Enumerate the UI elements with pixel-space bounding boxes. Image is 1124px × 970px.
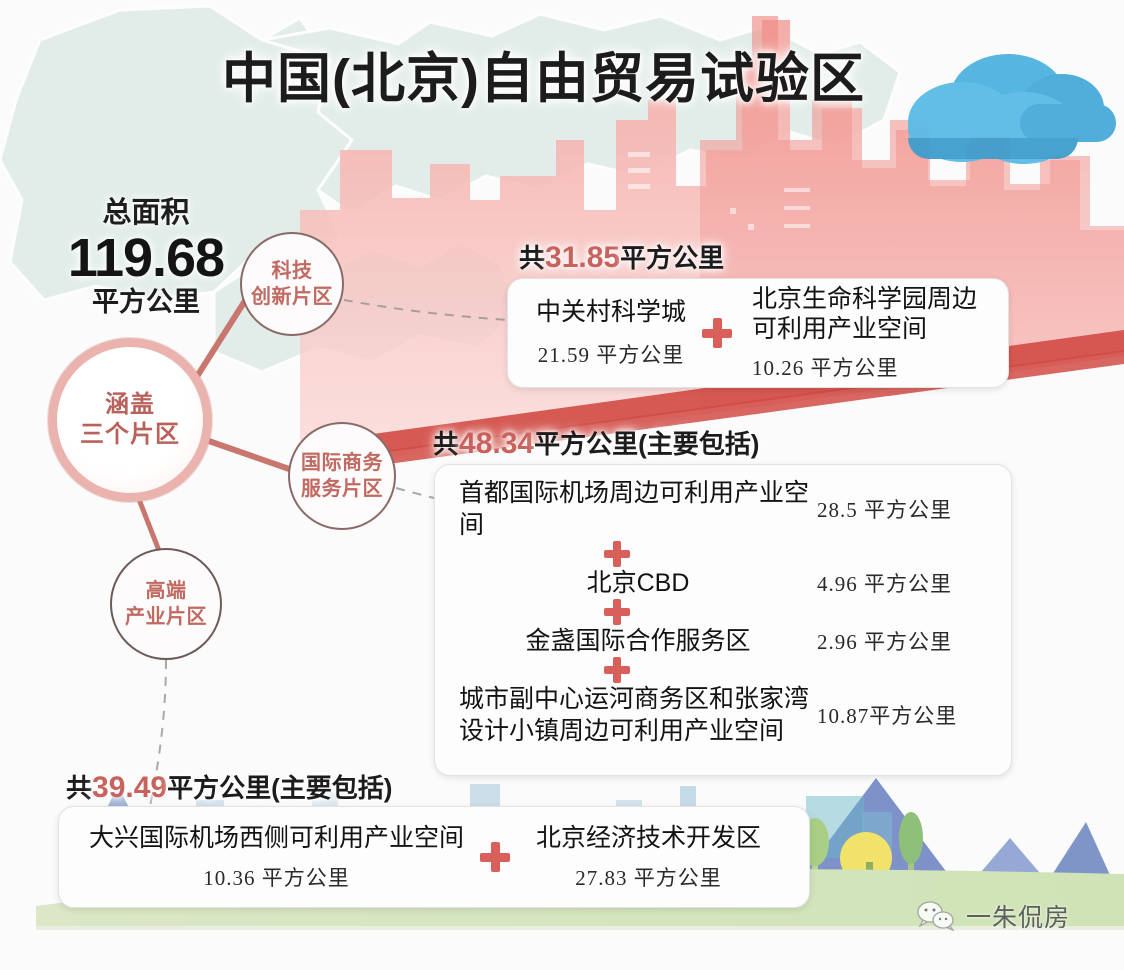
section-2-item-1-value: 28.5 平方公里 bbox=[817, 498, 952, 522]
cloud-group bbox=[908, 54, 1116, 164]
section-3-row: 大兴国际机场西侧可利用产业空间 10.36 平方公里 北京经济技术开发区 27.… bbox=[59, 807, 809, 907]
section-2-suffix: 平方公里(主要包括) bbox=[534, 429, 760, 459]
section-1-value: 31.85 bbox=[545, 241, 621, 274]
row-separator bbox=[459, 657, 993, 683]
total-area-block: 总面积 119.68 平方公里 bbox=[48, 197, 244, 318]
plus-icon bbox=[604, 657, 630, 683]
node-tech-line-1: 科技 bbox=[271, 260, 313, 282]
section-2-item-4-name: 城市副中心运河商务区和张家湾 设计小镇周边可利用产业空间 bbox=[459, 685, 810, 745]
section-1-item-2: 北京生命科学园周边 可利用产业空间 10.26 平方公里 bbox=[752, 284, 977, 382]
section-2-prefix: 共 bbox=[433, 429, 460, 459]
total-area-value: 119.68 bbox=[67, 227, 225, 288]
section-2-item-3: 金盏国际合作服务区 2.96 平方公里 bbox=[459, 625, 993, 657]
node-high-line-1: 高端 bbox=[145, 580, 187, 602]
section-1-item-1-name: 中关村科学城 bbox=[536, 298, 687, 326]
page-title: 中国(北京)自由贸易试验区 bbox=[222, 49, 865, 109]
section-2-item-2-name: 北京CBD bbox=[586, 569, 690, 597]
section-1-header: 共31.85平方公里 bbox=[519, 238, 724, 275]
node-intl-line-2: 服务片区 bbox=[301, 478, 383, 500]
section-2-item-1: 首都国际机场周边可利用产业空间 28.5 平方公里 bbox=[459, 477, 993, 541]
node-international-business-zone[interactable]: 国际商务 服务片区 bbox=[288, 422, 396, 530]
node-high-end-industry-zone[interactable]: 高端 产业片区 bbox=[110, 548, 222, 660]
row-separator bbox=[459, 599, 993, 625]
hub-line-2: 三个片区 bbox=[80, 421, 180, 448]
hub-circle: 涵盖 三个片区 bbox=[48, 338, 212, 502]
section-1-suffix: 平方公里 bbox=[620, 243, 725, 273]
wechat-icon bbox=[917, 901, 955, 931]
section-3-value: 39.49 bbox=[92, 771, 168, 804]
hub-line-1: 涵盖 bbox=[105, 391, 155, 418]
node-tech-innovation-zone[interactable]: 科技 创新片区 bbox=[240, 232, 344, 336]
section-2-item-4-value: 10.87平方公里 bbox=[817, 704, 958, 728]
section-3-item-2: 北京经济技术开发区 27.83 平方公里 bbox=[536, 823, 761, 892]
plus-icon bbox=[702, 318, 733, 348]
section-2-value: 48.34 bbox=[459, 427, 535, 460]
watermark-text: 一朱侃房 bbox=[966, 904, 1071, 932]
section-3-prefix: 共 bbox=[66, 773, 93, 803]
total-area-unit: 平方公里 bbox=[92, 286, 200, 317]
row-separator bbox=[459, 541, 993, 567]
section-1-row: 中关村科学城 21.59 平方公里 北京生命科学园周边 可利用产业空间 10.2… bbox=[508, 279, 1008, 387]
section-1-item-1-value: 21.59 平方公里 bbox=[537, 343, 685, 367]
connector-lines bbox=[137, 293, 509, 807]
section-2-item-1-name: 首都国际机场周边可利用产业空间 bbox=[459, 479, 810, 539]
section-2-rows: 首都国际机场周边可利用产业空间 28.5 平方公里 北京CBD 4.96 平方公… bbox=[435, 465, 1011, 775]
total-area-label: 总面积 bbox=[102, 197, 190, 229]
section-3-item-1: 大兴国际机场西侧可利用产业空间 10.36 平方公里 bbox=[89, 823, 464, 892]
plus-icon bbox=[604, 541, 630, 567]
section-3-item-2-value: 27.83 平方公里 bbox=[575, 865, 722, 890]
section-1-prefix: 共 bbox=[519, 243, 546, 273]
section-3-panel: 大兴国际机场西侧可利用产业空间 10.36 平方公里 北京经济技术开发区 27.… bbox=[58, 806, 810, 908]
section-2-item-3-value: 2.96 平方公里 bbox=[817, 630, 952, 654]
watermark: 一朱侃房 bbox=[916, 898, 1070, 934]
node-tech-line-2: 创新片区 bbox=[251, 286, 333, 308]
section-2-panel: 首都国际机场周边可利用产业空间 28.5 平方公里 北京CBD 4.96 平方公… bbox=[434, 464, 1012, 776]
section-1-item-1: 中关村科学城 21.59 平方公里 bbox=[536, 297, 686, 369]
section-2-item-4: 城市副中心运河商务区和张家湾 设计小镇周边可利用产业空间 10.87平方公里 bbox=[459, 683, 993, 747]
section-1-item-2-value: 10.26 平方公里 bbox=[752, 356, 899, 380]
section-1-item-2-name: 北京生命科学园周边 可利用产业空间 bbox=[752, 285, 978, 343]
section-1-panel: 中关村科学城 21.59 平方公里 北京生命科学园周边 可利用产业空间 10.2… bbox=[507, 278, 1009, 388]
section-2-header: 共48.34平方公里(主要包括) bbox=[433, 424, 759, 461]
section-2-item-2-value: 4.96 平方公里 bbox=[817, 572, 952, 596]
section-3-item-1-name: 大兴国际机场西侧可利用产业空间 bbox=[89, 823, 465, 852]
section-2-item-3-name: 金盏国际合作服务区 bbox=[525, 627, 751, 655]
section-3-suffix: 平方公里(主要包括) bbox=[167, 773, 393, 803]
section-3-item-1-value: 10.36 平方公里 bbox=[203, 865, 350, 890]
node-intl-line-1: 国际商务 bbox=[301, 452, 383, 474]
section-3-item-2-name: 北京经济技术开发区 bbox=[536, 823, 762, 852]
section-3-header: 共39.49平方公里(主要包括) bbox=[66, 768, 392, 805]
plus-icon bbox=[604, 599, 630, 625]
section-2-item-2: 北京CBD 4.96 平方公里 bbox=[459, 567, 993, 599]
plus-icon bbox=[480, 842, 511, 872]
node-high-line-2: 产业片区 bbox=[125, 606, 207, 628]
